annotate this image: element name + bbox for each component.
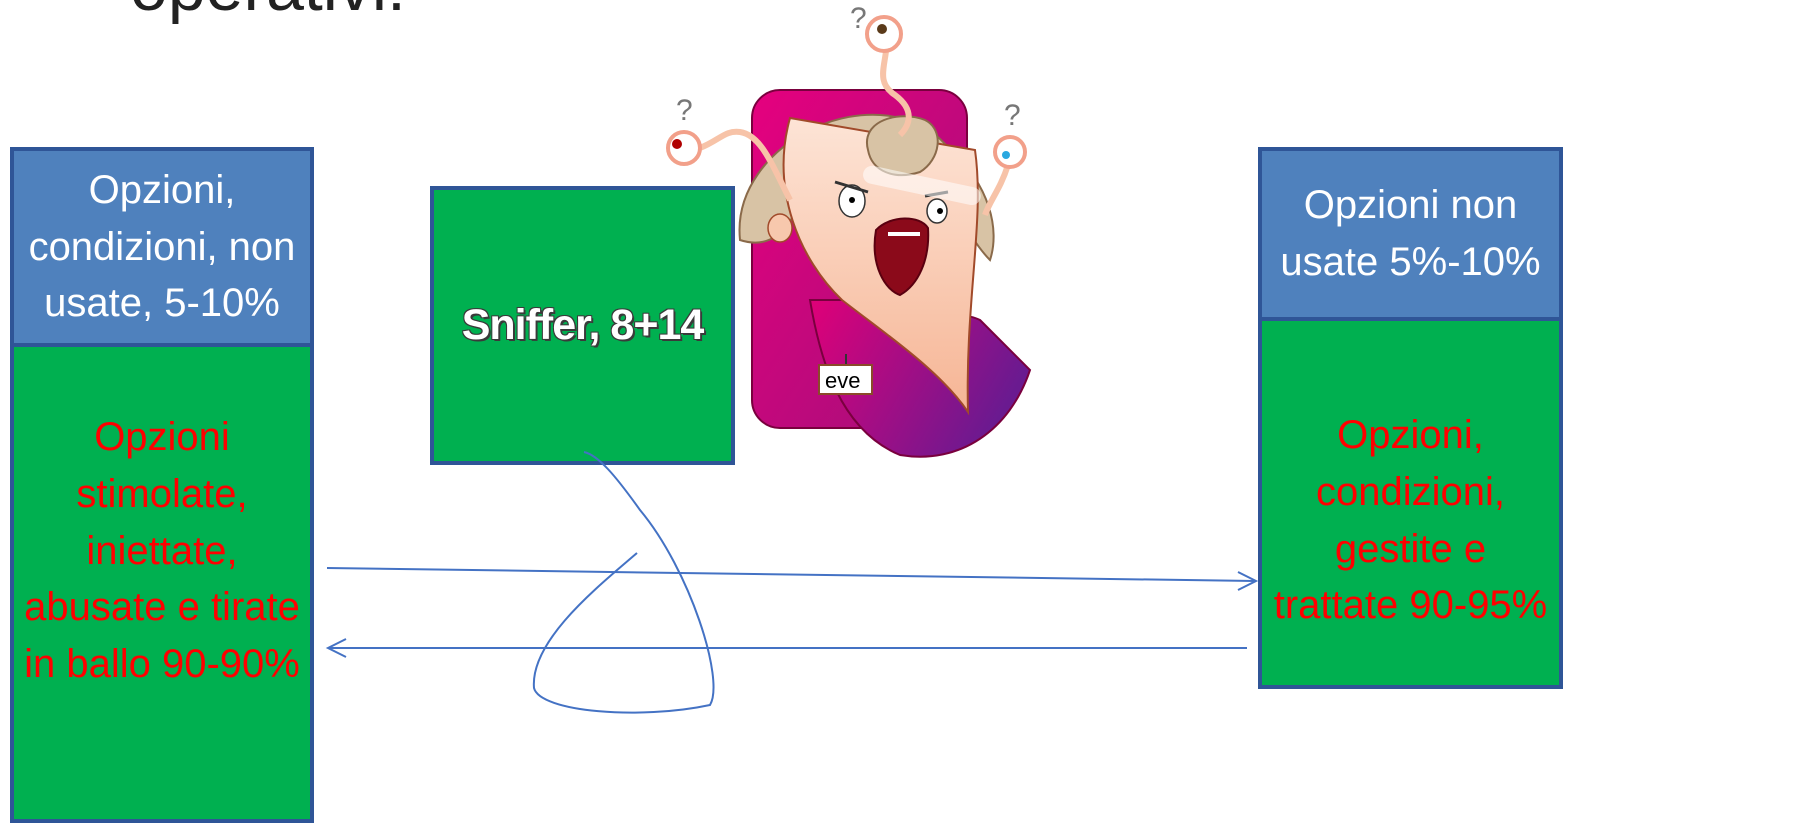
eve-character-illustration: eve ? ? ? [668, 2, 1030, 457]
question-mark-2: ? [676, 94, 693, 127]
question-mark-3: ? [1004, 99, 1021, 132]
arrow-left [328, 639, 1247, 657]
loop-connector [534, 452, 714, 713]
arrow-right [327, 568, 1256, 590]
eve-name-tag: eve [825, 368, 860, 393]
question-mark-1: ? [850, 2, 867, 35]
